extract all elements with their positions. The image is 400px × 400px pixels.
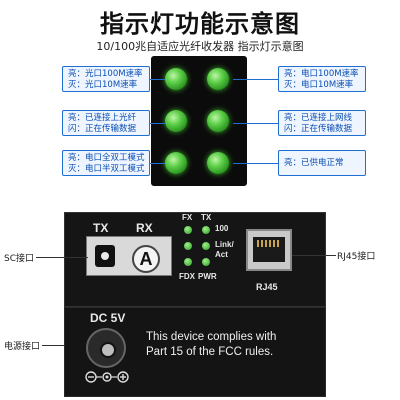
connector-line	[150, 123, 165, 124]
rj45-port	[246, 229, 292, 271]
mini-led-fx-link	[184, 242, 192, 250]
led-label-pwr: PWR	[198, 272, 217, 281]
mini-led-pwr	[202, 258, 210, 266]
port-a-badge: A	[132, 245, 160, 273]
led-tx-100-indicator	[207, 68, 229, 90]
callout-line	[292, 255, 336, 256]
led-fdx-indicator	[165, 152, 187, 174]
sc-tx-hole	[95, 245, 115, 267]
led-fx-link-indicator	[165, 110, 187, 132]
right-label-tx-speed: 亮：电口100M速率 灭：电口10M速率	[278, 66, 366, 92]
label-line: 灭：电口10M速率	[284, 80, 354, 90]
led-label-tx: TX	[201, 213, 212, 222]
rx-label: RX	[136, 221, 153, 235]
sc-fiber-port	[86, 236, 172, 276]
fcc-line: Part 15 of the FCC rules.	[146, 346, 274, 358]
label-line: 亮：已连接上光纤	[68, 113, 137, 123]
label-line: 亮：已连接上网线	[284, 113, 353, 123]
page-subtitle: 10/100兆自适应光纤收发器 指示灯示意图	[96, 40, 304, 53]
label-line: 灭：光口10M速率	[68, 80, 138, 90]
fcc-line: This device complies with	[146, 331, 277, 343]
connector-line	[233, 123, 278, 124]
left-label-duplex: 亮：电口全双工模式 灭：电口半双工模式	[62, 150, 150, 176]
connector-line	[233, 163, 278, 164]
led-label-link: Link/	[215, 240, 234, 249]
mini-led-tx-link	[202, 242, 210, 250]
label-line: 灭：电口半双工模式	[68, 164, 145, 174]
page-title: 指示灯功能示意图	[100, 10, 300, 38]
led-pwr-indicator	[207, 152, 229, 174]
dc-label: DC 5V	[90, 311, 126, 325]
label-line: 亮：电口全双工模式	[68, 153, 145, 163]
label-line: 闪：正在传输数据	[284, 124, 353, 134]
callout-power-port: 电源接口	[4, 342, 41, 352]
right-label-power: 亮：已供电正常	[278, 150, 366, 176]
label-line: 闪：正在传输数据	[68, 124, 137, 134]
connector-line	[150, 163, 165, 164]
rj45-caption: RJ45	[256, 282, 278, 292]
led-panel	[151, 56, 247, 186]
left-label-fx-link: 亮：已连接上光纤 闪：正在传输数据	[62, 110, 150, 136]
led-label-100: 100	[215, 224, 229, 233]
connector-line	[150, 79, 165, 80]
polarity-icon	[85, 371, 129, 383]
led-fx-100-indicator	[165, 68, 187, 90]
callout-line	[36, 257, 88, 258]
callout-rj45-port: RJ45接口	[337, 252, 376, 262]
led-tx-link-indicator	[207, 110, 229, 132]
right-label-tx-link: 亮：已连接上网线 闪：正在传输数据	[278, 110, 366, 136]
fcc-notice: This device complies with Part 15 of the…	[146, 330, 321, 360]
mini-led-fdx	[184, 258, 192, 266]
dc-power-jack	[86, 328, 126, 368]
left-label-fx-speed: 亮：光口100M速率 灭：光口10M速率	[62, 66, 150, 92]
label-line: 亮：光口100M速率	[68, 69, 143, 79]
label-line: 亮：电口100M速率	[284, 69, 359, 79]
led-label-act: Act	[215, 250, 228, 259]
led-label-fdx: FDX	[179, 272, 195, 281]
connector-line	[233, 79, 278, 80]
mini-led-fx-100	[184, 226, 192, 234]
label-line: 亮：已供电正常	[284, 158, 344, 168]
callout-sc-port: SC接口	[4, 254, 34, 264]
led-label-fx: FX	[182, 213, 193, 222]
mini-led-tx-100	[202, 226, 210, 234]
tx-label: TX	[93, 221, 109, 235]
